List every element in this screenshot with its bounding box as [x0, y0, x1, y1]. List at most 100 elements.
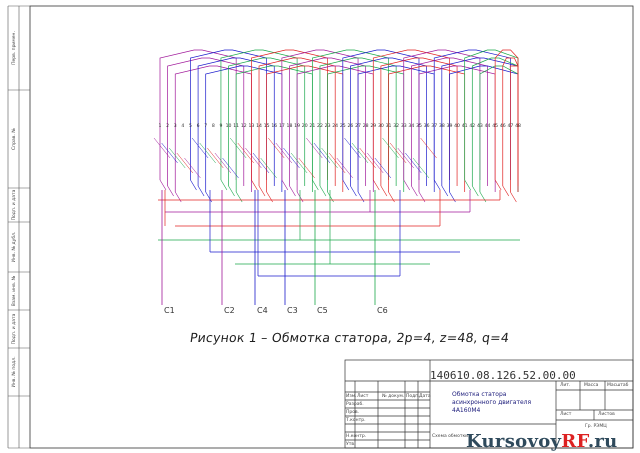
end-turn: [268, 137, 285, 159]
slot-number: 33: [401, 123, 407, 129]
slot-number: 47: [507, 123, 513, 129]
slot-number: 34: [408, 123, 414, 129]
end-turn: [336, 157, 354, 179]
slot-number: 25: [340, 123, 346, 129]
coil: [494, 49, 519, 180]
slot-number: 26: [347, 123, 353, 129]
slot-number: 11: [233, 123, 239, 129]
coil: [289, 57, 367, 186]
slot-number: 36: [424, 123, 430, 129]
coil-end: [174, 191, 182, 203]
end-turn: [229, 137, 247, 159]
coil-end: [380, 185, 388, 197]
coil-end: [258, 185, 266, 197]
coil-end: [220, 179, 228, 191]
slot-number: 5: [189, 123, 192, 129]
coil-end: [502, 185, 510, 197]
slot-number: 42: [469, 123, 475, 129]
end-turn: [321, 147, 338, 169]
terminal-label: C1: [164, 306, 175, 315]
slot-number: 10: [226, 123, 232, 129]
side-label: Взам. инв. №: [11, 275, 17, 306]
end-turn: [397, 147, 414, 169]
coil: [509, 65, 519, 192]
end-turn: [184, 157, 201, 179]
slot-number: 13: [248, 123, 254, 129]
coil-end: [281, 179, 289, 191]
coil-end: [205, 191, 212, 203]
slot-number: 16: [271, 123, 277, 129]
end-turn: [161, 142, 178, 164]
end-turn: [275, 142, 293, 164]
slot-number: 40: [454, 123, 460, 129]
slot-number: 3: [174, 123, 177, 129]
end-turn: [237, 142, 254, 164]
stator-winding-diagram: [153, 49, 520, 277]
document-code: 140610.08.126.52.00.00: [430, 369, 576, 382]
end-turn: [298, 157, 315, 179]
end-turn: [245, 147, 262, 169]
slot-number: 20: [302, 123, 308, 129]
sheets-cell: Листов: [598, 412, 615, 417]
side-label: Инв. № подл.: [11, 356, 17, 387]
slot-number: 23: [325, 123, 331, 129]
sheet-frame: [29, 5, 634, 449]
coil: [411, 57, 488, 186]
slot-number: 14: [256, 123, 262, 129]
coil-end: [327, 191, 334, 203]
slot-number: 22: [317, 123, 323, 129]
end-turn: [420, 137, 437, 159]
coil: [167, 57, 245, 186]
coil: [319, 57, 397, 186]
terminal-label: C3: [287, 306, 298, 315]
slot-number: 19: [294, 123, 300, 129]
terminal-label: C2: [224, 306, 235, 315]
coil-end: [403, 179, 411, 191]
coil-end: [159, 179, 167, 191]
slot-number: 18: [287, 123, 293, 129]
coil: [258, 57, 336, 186]
slot-number: 27: [355, 123, 361, 129]
coil-end: [235, 191, 243, 203]
slot-number: 6: [197, 123, 200, 129]
coil-end: [350, 185, 357, 197]
coil-end: [312, 179, 319, 191]
slot-number: 8: [212, 123, 215, 129]
end-turn: [199, 142, 216, 164]
role-razrab: Разраб.: [346, 402, 364, 407]
rev-list: Лист: [357, 394, 369, 399]
end-turn: [176, 152, 194, 174]
role-tkontr: Т.контр.: [346, 418, 366, 423]
end-turn: [207, 147, 224, 169]
coil-end: [441, 185, 449, 197]
end-turn: [169, 147, 186, 169]
side-label: Инв. № дубл.: [11, 232, 17, 263]
coil-end: [342, 179, 350, 191]
coil-end: [190, 179, 197, 191]
coil: [449, 65, 519, 192]
rev-izm: Изм.: [346, 394, 357, 399]
slot-number: 21: [309, 123, 315, 129]
end-turn: [389, 142, 407, 164]
slot-number: 17: [279, 123, 285, 129]
slot-number: 9: [219, 123, 222, 129]
end-turn: [260, 157, 277, 179]
slot-number: 37: [431, 123, 437, 129]
sheet-cell: Лист: [560, 412, 572, 417]
terminal-label: C6: [377, 306, 388, 315]
slot-number: 31: [386, 123, 392, 129]
slot-number: 38: [439, 123, 445, 129]
slot-number: 41: [462, 123, 468, 129]
site-watermark[interactable]: KursovoyRF.ru: [466, 431, 618, 452]
coil: [350, 57, 427, 186]
terminal-label: C5: [317, 306, 328, 315]
coil-end: [411, 185, 418, 197]
side-label: Подп. и дата: [11, 189, 17, 220]
slot-number: 28: [363, 123, 369, 129]
coil-end: [494, 179, 502, 191]
slot-number: 44: [485, 123, 491, 129]
coil-end: [167, 185, 174, 197]
slot-number: 29: [370, 123, 376, 129]
drawing-title: Обмотка статора асинхронного двигателя 4…: [452, 391, 532, 414]
